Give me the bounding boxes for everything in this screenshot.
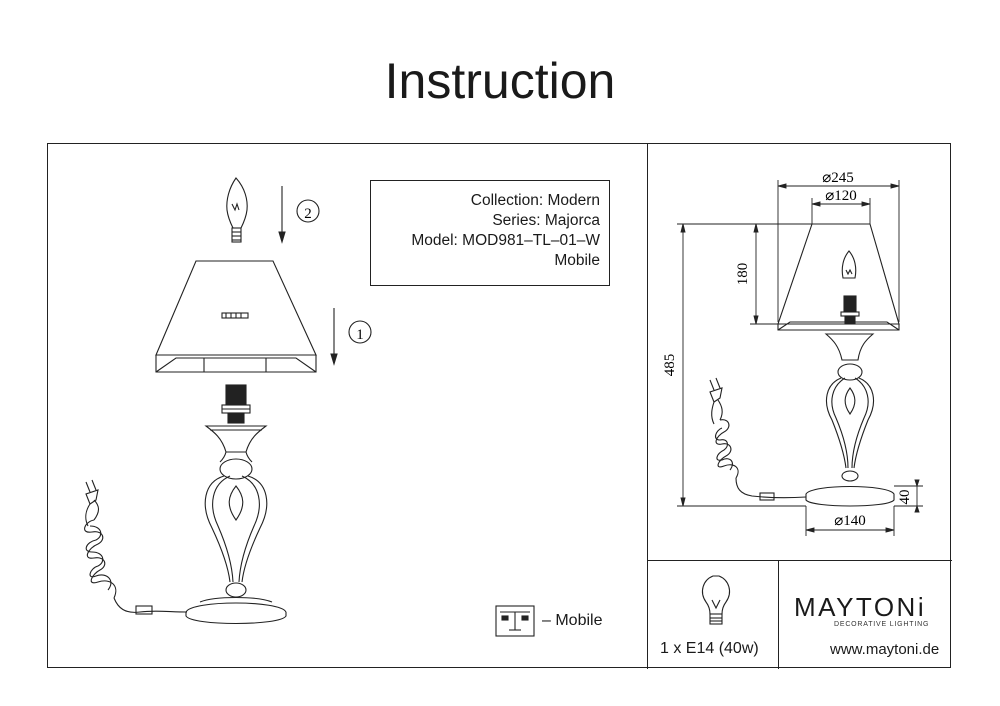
divider-horizontal-right: [647, 560, 952, 562]
step2-number: 2: [304, 206, 312, 222]
dim-shade-inner: ⌀120: [825, 188, 857, 204]
dimension-lines: [677, 180, 923, 536]
dim-shade-height: 180: [735, 263, 751, 286]
brand-logo: MAYTONi: [794, 592, 927, 622]
collection-label: Collection: Modern: [470, 192, 600, 209]
bulb-spec-label: 1 x E14 (40w): [660, 640, 759, 657]
lamp-body-icon: [185, 425, 287, 624]
dim-base-diameter: ⌀140: [834, 513, 866, 529]
product-info-box: Collection: Modern Series: Majorca Model…: [370, 180, 610, 286]
brand-website: www.maytoni.de: [830, 641, 940, 658]
divider-vertical-main: [647, 144, 649, 669]
socket-icon: [221, 384, 251, 424]
variant-label: Mobile: [554, 252, 600, 269]
dim-shade-top: ⌀245: [822, 170, 854, 186]
arrow-step1-icon: [330, 308, 338, 366]
bulb-icon: [226, 177, 248, 243]
lampshade-icon: [155, 260, 317, 373]
divider-vertical-bottom: [778, 560, 780, 669]
legend-mobile-label: – Mobile: [542, 612, 603, 629]
arrow-step2-icon: [278, 186, 286, 244]
model-label: Model: MOD981–TL–01–W: [411, 232, 600, 249]
step1-number: 1: [356, 327, 364, 343]
cord-plug-icon: [84, 479, 188, 615]
dim-total-height: 485: [662, 354, 678, 377]
dim-base-height: 40: [897, 490, 913, 505]
mobile-switch-icon: [495, 605, 535, 637]
dimension-lamp-icon: [709, 223, 900, 507]
brand-tagline: DECORATIVE LIGHTING: [834, 621, 930, 628]
instruction-frame: [47, 143, 952, 669]
series-label: Series: Majorca: [492, 212, 600, 229]
page-title: Instruction: [384, 53, 616, 109]
bulb-spec-icon: [701, 575, 731, 625]
